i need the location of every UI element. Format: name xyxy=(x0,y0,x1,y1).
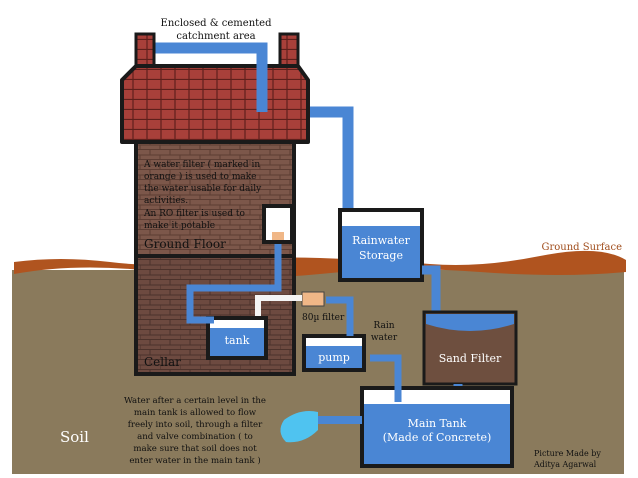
roof xyxy=(120,64,310,144)
filter-note: A water filter ( marked in orange ) is u… xyxy=(143,159,262,231)
rainwater-storage-air xyxy=(342,212,420,226)
main-tank-label-line2: (Made of Concrete) xyxy=(383,431,492,444)
storage-to-sand-filter-pipe xyxy=(422,265,441,312)
sand-filter-label: Sand Filter xyxy=(439,352,502,365)
filter-to-tank-pipe xyxy=(255,295,302,320)
credit-line1: Picture Made by xyxy=(534,449,601,458)
main-tank-air xyxy=(364,390,510,404)
soil-label: Soil xyxy=(60,428,89,446)
80u-filter-label: 80µ filter xyxy=(302,313,345,323)
rainwater-storage-label-line1: Rainwater xyxy=(352,234,411,247)
ground-surface-label: Ground Surface xyxy=(541,242,622,253)
rain-water-label-line2: water xyxy=(371,333,398,343)
sand-filter-top xyxy=(426,314,514,331)
overflow-note: Water after a certain level in the main … xyxy=(124,396,266,466)
80u-filter-orange xyxy=(301,291,325,307)
tank-label: tank xyxy=(225,334,250,347)
overflow-note-line5: make sure that soil does not xyxy=(133,444,257,454)
overflow-note-line6: enter water in the main tank ) xyxy=(129,455,260,466)
catchment-label: Enclosed & cemented catchment area xyxy=(161,18,273,42)
overflow-spray xyxy=(280,411,318,443)
pump-label: pump xyxy=(318,351,350,364)
tank-to-ground-floor-pipe xyxy=(186,244,282,324)
overflow-note-line3: freely into soil, through a filter xyxy=(128,420,263,430)
cellar-tank-air xyxy=(210,320,264,328)
filter-note-line1: A water filter ( marked in xyxy=(143,159,260,170)
pump-air xyxy=(306,338,362,346)
ground-floor-label: Ground Floor xyxy=(144,237,226,251)
overflow-note-line4: and valve combination ( to xyxy=(137,431,253,442)
main-tank-to-pump-pipe xyxy=(370,354,402,402)
rain-water-label-line1: Rain xyxy=(373,321,394,331)
filter-note-line4: activities. xyxy=(144,196,188,206)
pump-to-filter-pipe xyxy=(326,296,354,336)
credit-line2: Aditya Agarwal xyxy=(533,460,597,469)
ground-floor-filter-orange xyxy=(272,232,284,240)
rainwater-storage-label-line2: Storage xyxy=(359,249,403,262)
main-tank-label-line1: Main Tank xyxy=(408,417,467,430)
filter-note-line5: An RO filter is used to xyxy=(143,209,245,219)
catchment-label-line1: Enclosed & cemented xyxy=(161,18,273,29)
catchment-label-line2: catchment area xyxy=(176,31,255,42)
filter-note-line6: make it potable xyxy=(144,221,215,231)
overflow-note-line1: Water after a certain level in the xyxy=(124,396,266,406)
overflow-note-line2: main tank is allowed to flow xyxy=(134,408,257,418)
filter-note-line2: orange ) is used to make xyxy=(144,171,257,182)
filter-note-line3: the water usable for daily xyxy=(144,184,262,194)
cellar-label: Cellar xyxy=(144,355,181,369)
